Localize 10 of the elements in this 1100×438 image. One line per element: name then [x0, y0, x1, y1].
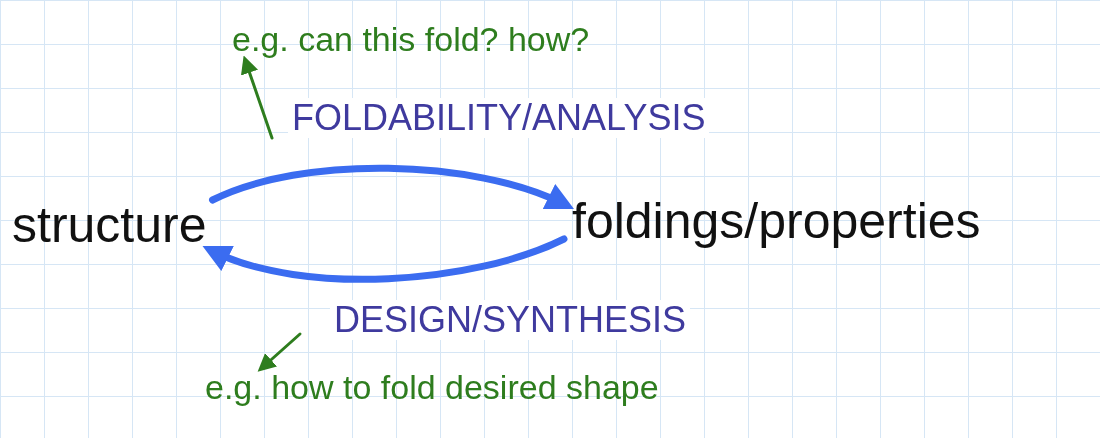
- edge-label: FOLDABILITY/ANALYSIS: [288, 98, 710, 138]
- note-text: e.g. how to fold desired shape: [205, 369, 659, 407]
- arrow: [257, 332, 302, 372]
- arrow: [202, 235, 568, 283]
- edge-label: DESIGN/SYNTHESIS: [330, 300, 691, 340]
- arrow: [241, 55, 274, 140]
- arrow: [209, 164, 575, 211]
- node-label: foldings/properties: [572, 194, 981, 249]
- note-text: e.g. can this fold? how?: [232, 21, 590, 59]
- node-label: structure: [12, 198, 207, 253]
